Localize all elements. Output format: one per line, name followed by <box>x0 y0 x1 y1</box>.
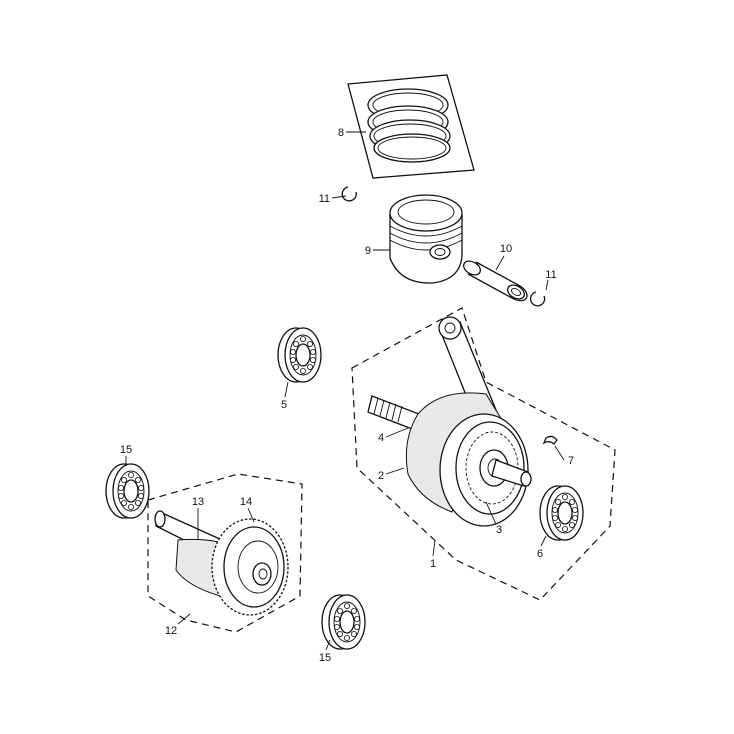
callout-6: 6 <box>537 548 543 560</box>
piston-pin-clip-right <box>529 291 546 307</box>
crankshaft-assembly <box>351 307 616 601</box>
balancer-bearing-left <box>105 463 150 519</box>
piston-pin-clip-left <box>341 186 357 202</box>
callout-11-top: 11 <box>319 193 330 205</box>
callout-14: 14 <box>240 496 252 508</box>
callout-3: 3 <box>496 524 502 536</box>
balancer-bearing-bottom <box>321 594 366 650</box>
callout-8: 8 <box>338 127 344 139</box>
piston <box>389 194 463 284</box>
bearing-right <box>539 485 584 541</box>
callout-4: 4 <box>378 432 384 444</box>
piston-ring-set <box>347 74 475 179</box>
piston-pin <box>462 260 528 302</box>
callout-9: 9 <box>365 245 371 257</box>
callout-15-left: 15 <box>120 444 132 456</box>
callout-11-right: 11 <box>545 269 556 281</box>
callout-1: 1 <box>430 558 436 570</box>
callout-10: 10 <box>500 243 512 255</box>
callout-2: 2 <box>378 470 384 482</box>
leader-lines <box>125 131 565 651</box>
callout-13: 13 <box>192 496 204 508</box>
woodruff-key <box>542 435 558 445</box>
callout-labels: 8 11 9 10 11 5 4 7 2 3 1 6 15 13 14 12 1… <box>120 127 574 664</box>
balancer-shaft-assembly <box>147 473 303 633</box>
callout-12: 12 <box>165 625 177 637</box>
callout-15-bottom: 15 <box>319 652 331 664</box>
bearing-left <box>277 327 322 383</box>
callout-5: 5 <box>281 399 287 411</box>
callout-7: 7 <box>568 455 574 467</box>
